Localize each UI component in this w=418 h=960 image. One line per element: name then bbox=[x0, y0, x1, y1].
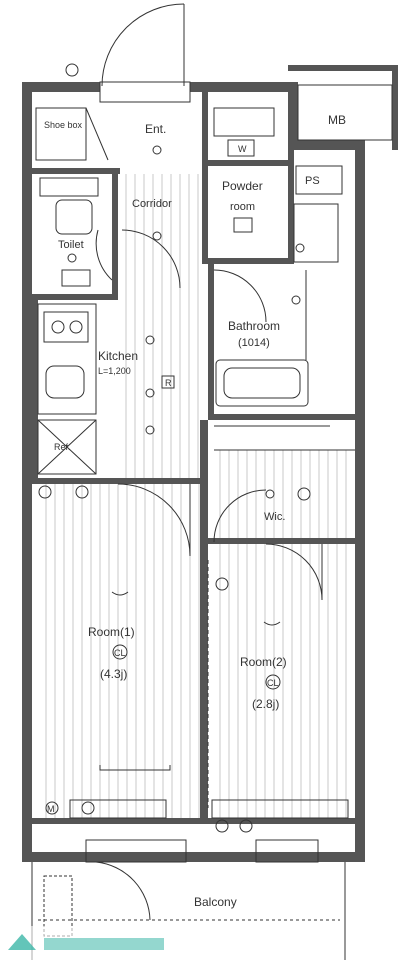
washer-label: W bbox=[238, 144, 247, 154]
mb-label: MB bbox=[328, 113, 346, 127]
balcony-label: Balcony bbox=[194, 895, 237, 909]
ref-label: Ref. bbox=[54, 442, 71, 452]
shoe-box bbox=[35, 107, 87, 161]
kitchen-area bbox=[37, 303, 175, 475]
bathtub-icon bbox=[215, 359, 309, 407]
m-label: M bbox=[47, 804, 55, 814]
door-swing-icon bbox=[121, 229, 181, 289]
door-swing-icon bbox=[95, 861, 151, 921]
ceiling-light-icon bbox=[67, 253, 77, 263]
balcony-area bbox=[31, 839, 346, 960]
bathroom-room bbox=[213, 269, 309, 407]
room2-size: (2.8j) bbox=[252, 697, 279, 711]
bathroom-label: Bathroom bbox=[228, 319, 280, 333]
stove-icon bbox=[43, 311, 89, 343]
shoe-box-label: Shoe box bbox=[44, 120, 83, 130]
ceiling-light-icon bbox=[265, 489, 275, 499]
entrance-door bbox=[65, 3, 191, 103]
toilet-room bbox=[39, 177, 113, 287]
ceiling-light-icon bbox=[152, 231, 162, 241]
corridor-label: Corridor bbox=[132, 198, 172, 210]
room1-label: Room(1) bbox=[88, 625, 135, 639]
room1-size: (4.3j) bbox=[100, 667, 127, 681]
room1-area bbox=[38, 483, 191, 819]
door-swing-icon bbox=[265, 543, 323, 601]
ps-label: PS bbox=[305, 175, 320, 187]
powder-room-label: room bbox=[230, 201, 255, 213]
toilet-icon bbox=[55, 199, 93, 235]
room1-cl: CL bbox=[114, 648, 126, 658]
kitchen-length: L=1,200 bbox=[98, 366, 131, 376]
sink-icon bbox=[45, 365, 85, 399]
room2-area bbox=[207, 543, 349, 833]
watermark-logo bbox=[0, 926, 176, 960]
fridge-space bbox=[37, 419, 97, 475]
kitchen-label: Kitchen bbox=[98, 349, 138, 363]
wic-label: Wic. bbox=[264, 511, 285, 523]
outer-walls bbox=[22, 65, 398, 862]
washer-icon bbox=[227, 139, 255, 157]
powder-label: Powder bbox=[222, 179, 263, 193]
entrance-label: Ent. bbox=[145, 122, 166, 136]
bathroom-size: (1014) bbox=[238, 337, 270, 349]
door-swing-icon bbox=[213, 269, 267, 323]
ceiling-light-icon bbox=[145, 335, 155, 345]
ceiling-light-icon bbox=[152, 145, 162, 155]
toilet-label: Toilet bbox=[58, 239, 84, 251]
door-swing-icon bbox=[117, 483, 191, 557]
ceiling-light-icon bbox=[111, 591, 129, 596]
ceiling-light-icon bbox=[263, 621, 281, 626]
floor-hatch bbox=[45, 174, 347, 818]
room2-label: Room(2) bbox=[240, 655, 287, 669]
powder-room bbox=[213, 107, 339, 263]
door-swing-icon bbox=[95, 229, 113, 281]
r-label: R bbox=[165, 378, 172, 388]
wic-area bbox=[213, 425, 355, 543]
interior-walls bbox=[32, 92, 355, 824]
room2-cl: CL bbox=[267, 678, 279, 688]
